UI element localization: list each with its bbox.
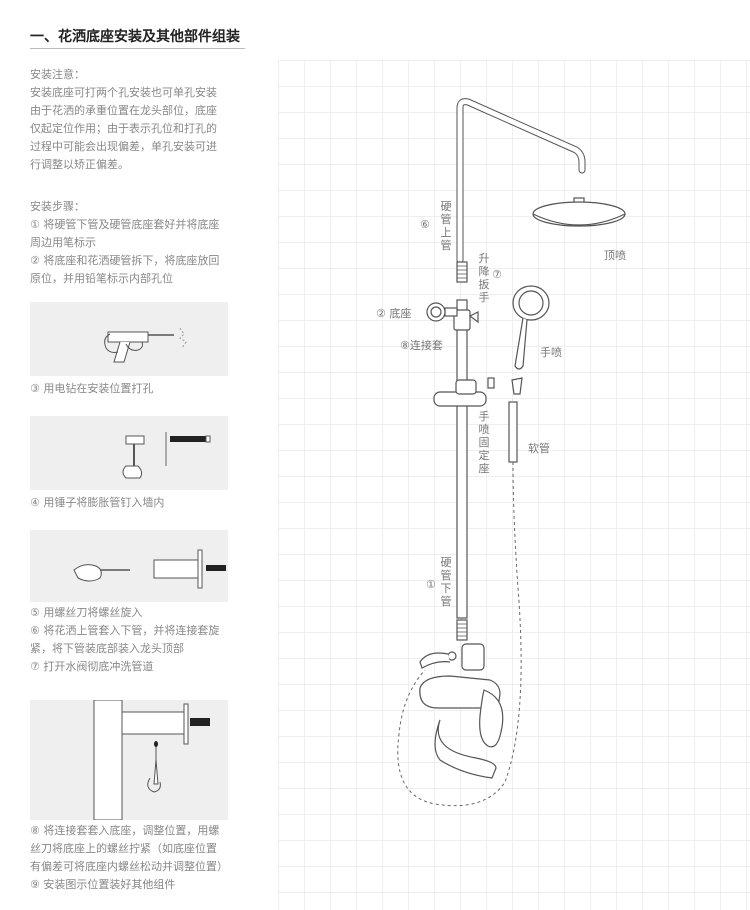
connector-illustration: [30, 699, 228, 821]
label-char: 喷: [478, 423, 490, 436]
step-4-text: ④ 用锤子将膨胀管钉入墙内: [30, 496, 165, 509]
label-char: 固: [478, 436, 490, 449]
label-char: 管: [440, 213, 452, 226]
step-7-text: ⑦ 打开水阀彻底冲洗管道: [30, 660, 154, 673]
hand-spray-label: 手喷: [540, 346, 562, 359]
hand-holder-label: 手 喷 固 定 座: [478, 410, 490, 475]
step-1-text-cont: 周边用笔标示: [30, 236, 96, 249]
steps-5-7: ⑤ 用螺丝刀将螺丝旋入 ⑥ 将花洒上管套入下管，并将连接套旋 紧，将下管装底部装…: [30, 604, 240, 676]
label-char: 管: [440, 595, 452, 608]
title-divider: [30, 48, 245, 49]
label-char: 扳: [478, 278, 490, 291]
label-char: 硬: [440, 200, 452, 213]
upper-pipe-label: 硬 管 上 管: [440, 200, 452, 252]
label-char: 座: [478, 462, 490, 475]
step-8-text-cont2: 有偏差可将底座内螺丝松动并调整位置）: [30, 860, 228, 873]
lower-pipe-label: 硬 管 下 管: [440, 556, 452, 608]
label-char: 硬: [440, 556, 452, 569]
screwdriver-illustration: [30, 530, 228, 602]
step-2-text: ② 将底座和花洒硬管拆下，将底座放回: [30, 254, 220, 267]
label-char: 管: [440, 239, 452, 252]
label-char: 手: [478, 410, 490, 423]
steps-intro: 安装步骤： ① 将硬管下管及硬管底座套好并将底座 周边用笔标示 ② 将底座和花洒…: [30, 198, 240, 288]
label-char: 升: [478, 252, 490, 265]
step-8-text: ⑧ 将连接套套入底座，调整位置，用螺: [30, 824, 220, 837]
label-char: 降: [478, 265, 490, 278]
top-spray-label: 顶喷: [604, 249, 626, 262]
upper-pipe-number: ⑥: [420, 218, 430, 231]
notes-line: 过程中可能会出现偏差，单孔安装可进: [30, 140, 217, 153]
notes-line: 由于花洒的承重位置在龙头部位，底座: [30, 104, 217, 117]
connector-label: ⑧连接套: [400, 339, 443, 352]
step-1-text: ① 将硬管下管及硬管底座套好并将底座: [30, 218, 220, 231]
page-title: 一、花洒底座安装及其他部件组装: [30, 29, 240, 45]
step-4: ④ 用锤子将膨胀管钉入墙内: [30, 494, 240, 512]
diagram-grid-background: [278, 60, 750, 910]
label-char: 手: [478, 291, 490, 304]
lift-handle-number: ⑦: [492, 268, 502, 281]
install-notes: 安装注意： 安装底座可打两个孔安装也可单孔安装 由于花洒的承重位置在龙头部位，底…: [30, 66, 240, 174]
hose-label: 软管: [528, 442, 550, 455]
lower-pipe-number: ①: [426, 578, 436, 591]
step-6-text-cont: 紧，将下管装底部装入龙头顶部: [30, 642, 184, 655]
notes-line: 行调整以矫正偏差。: [30, 158, 129, 171]
notes-line: 安装底座可打两个孔安装也可单孔安装: [30, 86, 217, 99]
steps-8-9: ⑧ 将连接套套入底座，调整位置，用螺 丝刀将底座上的螺丝拧紧（如底座位置 有偏差…: [30, 822, 240, 894]
notes-line: 仅起定位作用；由于表示孔位和打孔的: [30, 122, 217, 135]
hammer-illustration: [30, 416, 228, 490]
step-2-text-cont: 原位，并用铅笔标示内部孔位: [30, 272, 173, 285]
steps-heading: 安装步骤：: [30, 200, 85, 213]
step-5-text: ⑤ 用螺丝刀将螺丝旋入: [30, 606, 143, 619]
drill-illustration: [30, 302, 228, 376]
base-label: ② 底座: [376, 307, 412, 320]
notes-heading: 安装注意：: [30, 68, 85, 81]
step-8-text-cont: 丝刀将底座上的螺丝拧紧（如底座位置: [30, 842, 217, 855]
label-char: 上: [440, 226, 452, 239]
label-char: 定: [478, 449, 490, 462]
label-char: 下: [440, 582, 452, 595]
step-3-text: ③ 用电钻在安装位置打孔: [30, 382, 154, 395]
label-char: 管: [440, 569, 452, 582]
step-3: ③ 用电钻在安装位置打孔: [30, 380, 240, 398]
lift-handle-label: 升 降 扳 手: [478, 252, 490, 304]
step-9-text: ⑨ 安装图示位置装好其他组件: [30, 878, 176, 891]
step-6-text: ⑥ 将花洒上管套入下管，并将连接套旋: [30, 624, 220, 637]
